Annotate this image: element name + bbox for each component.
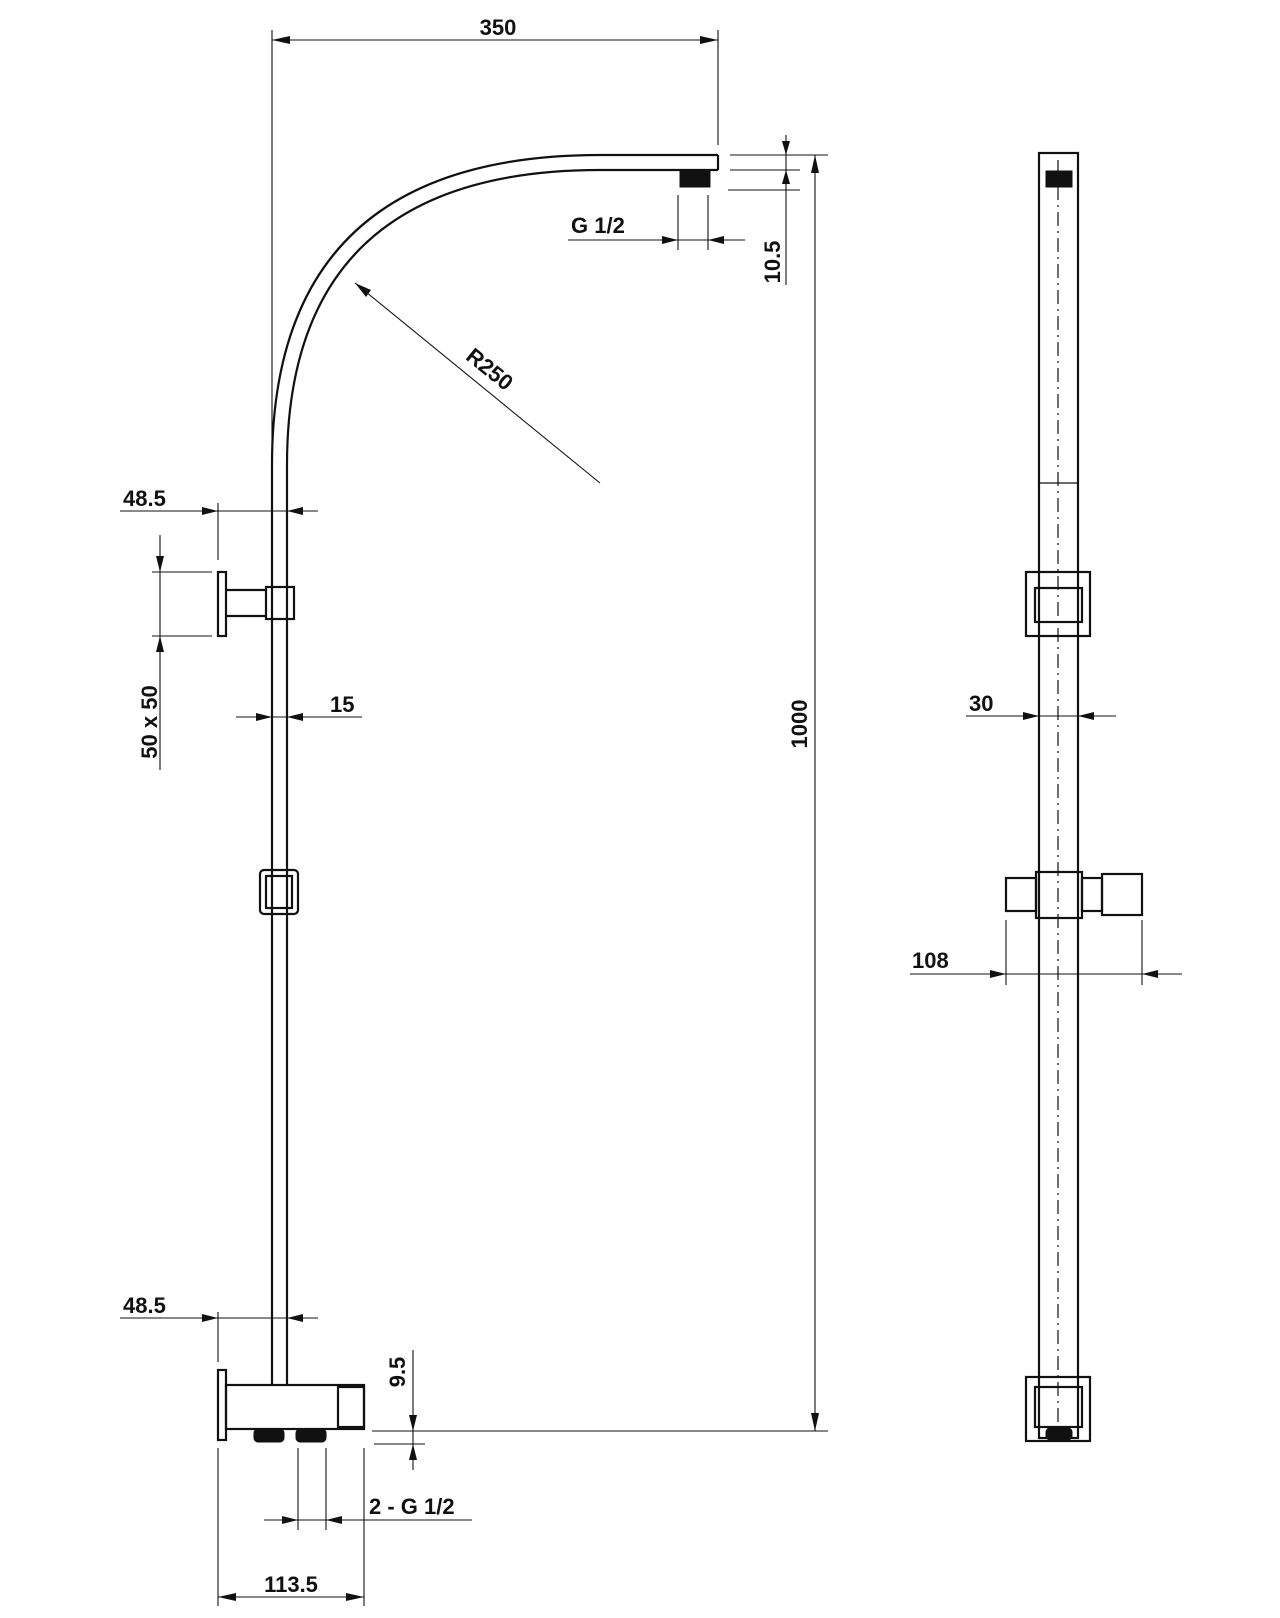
side-slider-body [1034,870,1084,920]
side-inlet-thread [1045,1427,1073,1441]
side-bracket-plate [1024,570,1092,638]
side-view-dimensions: 30 108 [910,691,1182,985]
dim-outlet-offset: 10.5 [728,135,800,285]
mixer-body [216,1368,366,1443]
head-outlet-thread [679,170,711,188]
side-slider-knob-right-inner [1080,876,1104,913]
label-mixer-offset: 9.5 [385,1357,410,1388]
side-view [1004,151,1144,1443]
label-outlet-offset: 10.5 [760,241,785,284]
side-mixer-body [1033,1385,1084,1429]
side-upper-bracket [1024,570,1092,638]
arm-outer-curve [270,153,718,466]
front-view [216,153,720,1443]
dim-bracket-offset-bottom: 48.5 [120,1293,318,1362]
label-side-tube-width: 30 [969,691,993,716]
side-mixer-plate [1024,1375,1092,1443]
side-slider-knob-right [1100,872,1144,917]
hand-shower-slider [258,868,300,916]
side-slider [1004,870,1144,920]
label-total-height: 1000 [787,700,812,749]
dim-head-thread: G 1/2 [568,195,745,250]
side-head-outlet [1045,170,1073,188]
dim-total-height: 1000 [372,154,828,1432]
label-inlet-thread: 2 - G 1/2 [369,1494,455,1519]
inlet-thread-2 [295,1428,327,1443]
dim-arm-reach: 350 [271,15,719,465]
dim-inlet-thread: 2 - G 1/2 [264,1448,472,1530]
upper-wall-bracket [216,570,296,638]
arm-inner-curve [285,168,718,466]
label-bracket-offset-bottom: 48.5 [123,1293,166,1318]
label-arm-reach: 350 [480,15,517,40]
bracket-wall-plate [216,570,228,638]
slider-inner [264,874,294,910]
dim-mixer-width: 113.5 [217,1448,365,1606]
slider-outer [258,868,300,916]
dim-bracket-plate: 50 x 50 [137,535,212,770]
mixer-handle [336,1385,366,1429]
label-arc-radius: R250 [461,343,518,396]
label-side-slider-width: 108 [912,948,949,973]
dim-side-slider-width: 108 [910,920,1182,985]
dim-tube-width: 15 [236,692,362,721]
dim-side-tube-width: 30 [966,691,1116,735]
mixer-housing [224,1383,366,1431]
front-view-dimensions: 350 10.5 G 1/2 1000 [120,15,828,1606]
label-bracket-plate: 50 x 50 [137,685,162,758]
label-tube-width: 15 [330,692,354,717]
side-mixer [1024,1375,1092,1443]
dim-arc-radius: R250 [354,282,601,484]
bracket-clamp [264,585,296,621]
label-head-thread: G 1/2 [571,213,625,238]
side-bracket-clamp [1033,586,1084,624]
dim-mixer-offset: 9.5 [374,1350,425,1470]
label-mixer-width: 113.5 [264,1572,318,1597]
label-bracket-offset-top: 48.5 [123,486,166,511]
side-slider-knob-left [1004,876,1038,913]
inlet-thread-1 [253,1428,285,1443]
mixer-wall-plate [216,1368,228,1442]
dim-bracket-offset-top: 48.5 [120,486,318,560]
